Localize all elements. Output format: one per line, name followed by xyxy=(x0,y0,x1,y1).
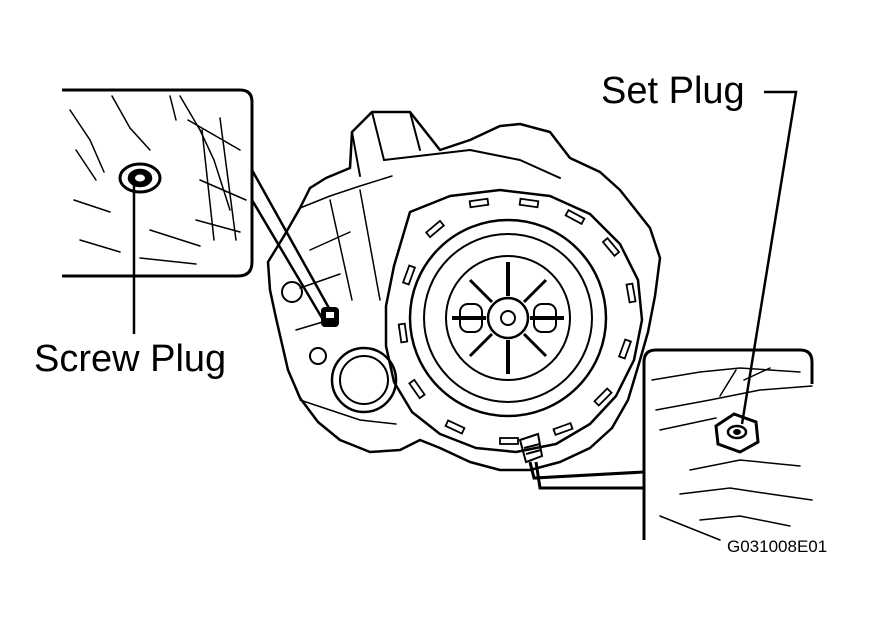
set-plug-detail xyxy=(714,412,760,454)
set-plug-on-housing xyxy=(518,432,544,464)
screw-plug-label: Screw Plug xyxy=(34,338,227,380)
set-plug-inset xyxy=(528,90,814,541)
flange-bolt-holes xyxy=(397,197,637,445)
set-plug-label: Set Plug xyxy=(601,70,745,112)
input-shaft-assembly xyxy=(408,218,608,418)
screw-plug-inset xyxy=(62,88,332,334)
set-plug-leader xyxy=(740,90,798,425)
screw-plug-detail xyxy=(118,162,162,194)
screw-plug-zoom-lines xyxy=(250,169,332,319)
screw-plug-on-housing xyxy=(321,307,339,327)
differential-bore xyxy=(281,281,398,414)
figure-code-label: G031008E01 xyxy=(727,537,828,556)
